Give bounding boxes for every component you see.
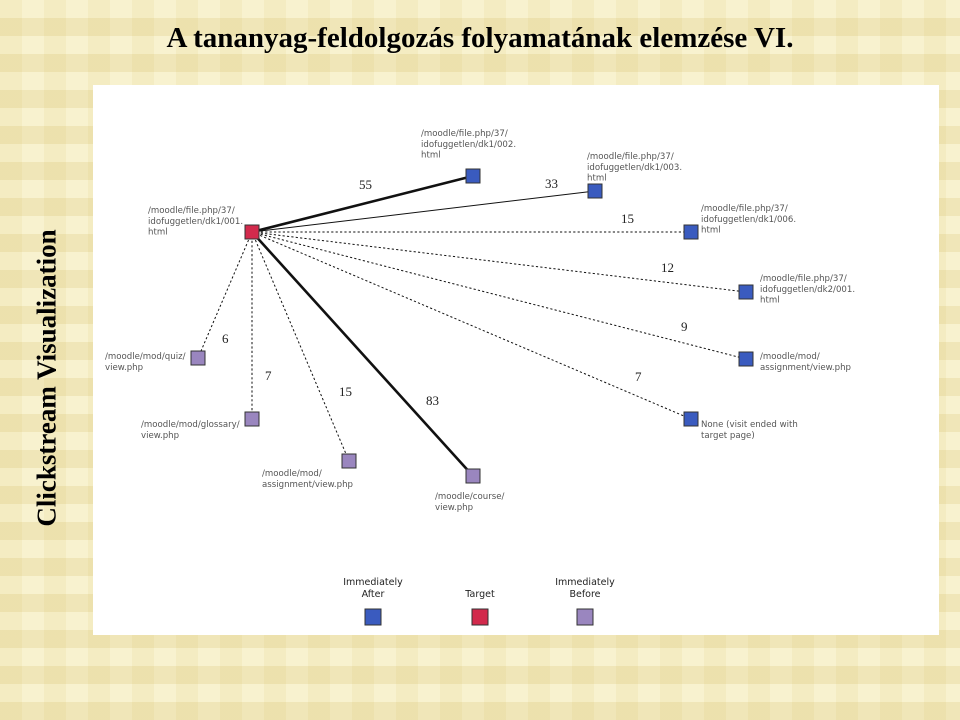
edge-count-label: 7	[635, 369, 642, 384]
legend-label: Target	[464, 589, 495, 600]
node-after	[738, 351, 754, 367]
edge-count-label: 6	[222, 331, 229, 346]
edge-after-1	[251, 190, 596, 233]
node-after	[738, 284, 754, 300]
edge-before-6	[197, 231, 253, 359]
edge-count-label: 7	[265, 368, 272, 383]
node-after	[465, 168, 481, 184]
edge-after-4	[251, 231, 747, 360]
edge-count-label: 83	[426, 393, 439, 408]
node-label: /moodle/file.php/37/idofuggetlen/dk1/006…	[701, 204, 796, 236]
node-label: /moodle/course/view.php	[435, 492, 505, 513]
node-label: /moodle/mod/assignment/view.php	[262, 469, 353, 490]
edge-after-3	[251, 231, 747, 293]
edge-count-label: 15	[339, 384, 352, 399]
node-label: /moodle/mod/quiz/view.php	[105, 352, 186, 373]
legend-swatch-after	[364, 608, 382, 626]
legend-swatch-target	[471, 608, 489, 626]
node-before	[244, 411, 260, 427]
node-label: /moodle/file.php/37/idofuggetlen/dk1/003…	[587, 152, 682, 184]
node-before	[341, 453, 357, 469]
node-target	[244, 224, 260, 240]
edge-before-8	[251, 231, 350, 462]
edge-count-label: 15	[621, 211, 634, 226]
node-label: /moodle/mod/glossary/view.php	[141, 420, 240, 441]
edge-count-label: 12	[661, 260, 674, 275]
node-before	[190, 350, 206, 366]
edge-after-0	[251, 174, 474, 234]
node-label: /moodle/mod/assignment/view.php	[760, 352, 851, 373]
target-node-label: /moodle/file.php/37/idofuggetlen/dk1/001…	[148, 206, 243, 238]
legend-swatch-before	[576, 608, 594, 626]
slide-title: A tananyag-feldolgozás folyamatának elem…	[166, 22, 794, 54]
node-before	[465, 468, 481, 484]
edge-before-9	[251, 231, 474, 477]
node-label: /moodle/file.php/37/idofuggetlen/dk1/002…	[421, 129, 516, 161]
edge-after-5	[251, 231, 692, 420]
node-label: /moodle/file.php/37/idofuggetlen/dk2/001…	[760, 274, 855, 306]
edge-count-label: 9	[681, 319, 688, 334]
edge-count-label: 33	[545, 176, 558, 191]
clickstream-diagram: 55 33 15 12 9 7 6 7 15 83/moodle/file.php/37/idof…	[105, 129, 855, 626]
node-after	[683, 224, 699, 240]
side-title: Clickstream Visualization	[31, 229, 62, 527]
diagram-panel: 55 33 15 12 9 7 6 7 15 83/moodle/file.php/37/idof…	[93, 85, 939, 635]
node-after	[587, 183, 603, 199]
node-after	[683, 411, 699, 427]
edge-count-label: 55	[359, 177, 372, 192]
